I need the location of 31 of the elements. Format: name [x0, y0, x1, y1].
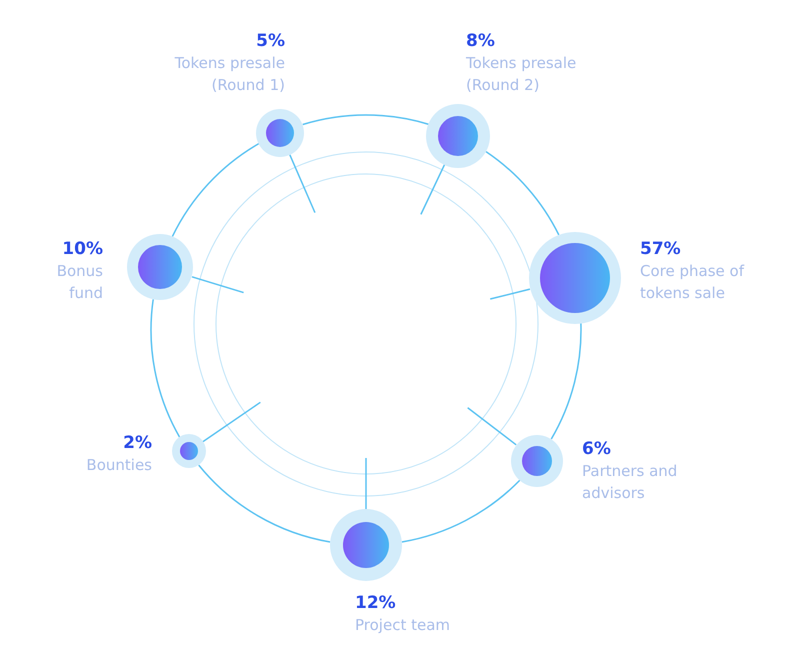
- allocation-label: Core phase of tokens sale: [640, 261, 746, 304]
- allocation-label: Project team: [355, 615, 452, 636]
- bubble-marker: [426, 104, 490, 168]
- ring-arc: [198, 464, 330, 543]
- percentage-value: 57%: [640, 238, 682, 260]
- percentage-value: 10%: [61, 238, 103, 260]
- bubble-marker: [510, 434, 563, 487]
- spoke-line: [289, 154, 316, 213]
- ring-arc: [486, 151, 560, 236]
- percentage-value: 6%: [582, 438, 612, 460]
- allocation-label: Tokens presale (Round 2): [466, 53, 578, 96]
- spoke-line: [467, 407, 517, 446]
- ring-arc: [172, 142, 260, 237]
- ring-arc: [150, 299, 180, 438]
- spoke-line: [490, 288, 530, 300]
- allocation-label: Bonus fund: [56, 261, 103, 304]
- spoke-line: [365, 458, 367, 509]
- percentage-value: 2%: [122, 432, 152, 454]
- ring-arc: [302, 114, 429, 126]
- percentage-value: 8%: [466, 30, 496, 52]
- percentage-value: 12%: [355, 592, 397, 614]
- ring-arc: [402, 480, 520, 543]
- spoke-line: [420, 164, 446, 215]
- allocation-label: Partners and advisors: [582, 461, 678, 504]
- bubble-marker: [172, 434, 206, 468]
- allocation-label: Bounties: [85, 455, 152, 476]
- spoke-line: [202, 402, 261, 442]
- ring-arc: [550, 323, 582, 440]
- allocation-label: Tokens presale (Round 1): [174, 53, 285, 96]
- spoke-line: [192, 276, 244, 294]
- percentage-value: 5%: [255, 30, 285, 52]
